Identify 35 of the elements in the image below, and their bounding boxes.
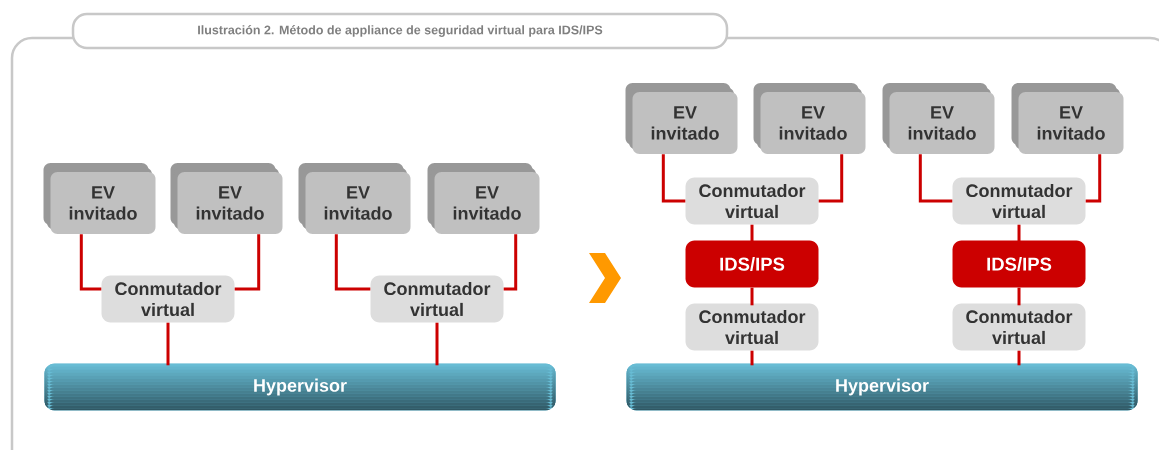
- vm-box: EV invitado: [427, 163, 540, 234]
- hypervisor-bar: Hypervisor: [626, 363, 1138, 411]
- connector-line: [334, 234, 371, 291]
- vm-box: EV invitado: [753, 83, 866, 154]
- connector-line: [750, 350, 754, 366]
- connector-line: [435, 322, 439, 366]
- switch-box: Conmutador virtual: [370, 275, 504, 323]
- switch-box: Conmutador virtual: [685, 303, 819, 351]
- connector-line: [750, 224, 754, 243]
- vm-box: EV invitado: [298, 163, 411, 234]
- connector-line: [234, 234, 261, 291]
- switch-box: Conmutador virtual: [685, 177, 819, 225]
- connector-line: [750, 287, 754, 306]
- switch-box: Conmutador virtual: [952, 303, 1086, 351]
- connector-line: [79, 234, 102, 291]
- title-tab: Ilustración 2. Método de appliance de seguridad virtual para IDS/IPS: [71, 12, 729, 50]
- connector-line: [1017, 224, 1021, 243]
- connector-line: [1017, 287, 1021, 306]
- vm-box: EV invitado: [43, 163, 156, 234]
- ids-box: IDS/IPS: [685, 240, 819, 288]
- vm-box: EV invitado: [1011, 83, 1124, 154]
- connector-line: [818, 154, 844, 203]
- connector-line: [918, 154, 953, 203]
- connector-line: [503, 234, 518, 291]
- connector-line: [166, 322, 170, 366]
- vm-box: EV invitado: [625, 83, 738, 154]
- ids-box: IDS/IPS: [952, 240, 1086, 288]
- vm-box: EV invitado: [170, 163, 283, 234]
- switch-box: Conmutador virtual: [101, 275, 235, 323]
- connector-line: [1085, 154, 1102, 203]
- connector-line: [661, 154, 686, 203]
- switch-box: Conmutador virtual: [952, 177, 1086, 225]
- hypervisor-bar: Hypervisor: [44, 363, 556, 411]
- connector-line: [1017, 350, 1021, 366]
- vm-box: EV invitado: [882, 83, 995, 154]
